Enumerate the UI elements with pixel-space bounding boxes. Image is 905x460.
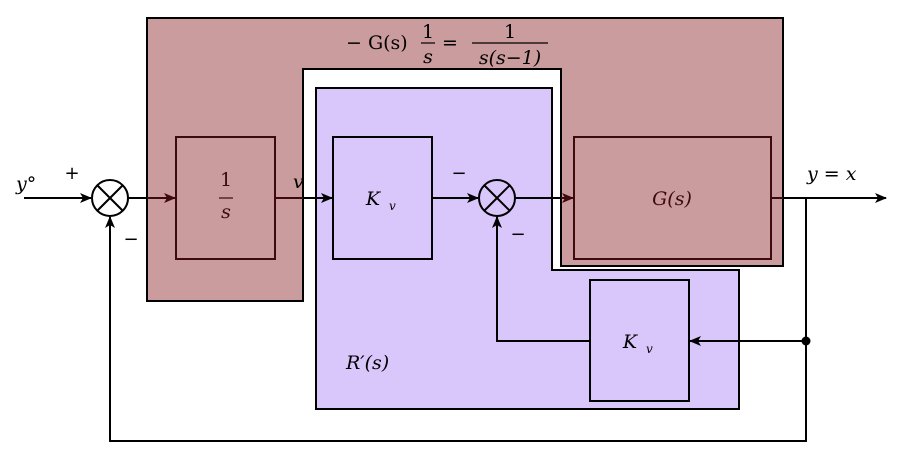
outer-feedback-path	[105, 198, 807, 442]
plant-region-label: − G(s) 1 s = 1 s(s−1)	[346, 21, 548, 69]
inner-feedback-return-path	[492, 216, 590, 342]
v-signal-label: v	[293, 171, 304, 193]
sum1-minus-sign: −	[123, 229, 138, 250]
integrator-num: 1	[220, 169, 232, 191]
plant-label-lhs-num: 1	[422, 21, 434, 43]
input-signal-label: y°	[15, 173, 36, 195]
plant-label-prefix: − G(s)	[346, 32, 408, 54]
controller-region	[315, 87, 740, 410]
plant-label-rhs-den: s(s−1)	[479, 47, 541, 69]
feedback-gain-subscript: v	[646, 342, 653, 356]
sum2-bottom-minus-sign: −	[510, 224, 525, 245]
output-signal-label: y = x	[806, 163, 857, 185]
plant-label-equals: =	[442, 32, 458, 54]
branch-point	[801, 336, 811, 346]
summing-junction-1[interactable]	[91, 179, 129, 217]
forward-gain-subscript: v	[389, 199, 396, 213]
forward-gain-label: K	[365, 188, 382, 210]
plant-region	[146, 17, 784, 302]
integrator-den: s	[221, 201, 231, 223]
plant-block-label: G(s)	[652, 188, 692, 210]
controller-region-label: R′(s)	[345, 352, 389, 374]
plant-label-lhs-den: s	[423, 46, 433, 68]
sum1-plus-sign: +	[64, 163, 79, 184]
plant-label-rhs-num: 1	[504, 21, 516, 43]
sum2-top-minus-sign: −	[451, 163, 466, 184]
feedback-gain-label: K	[622, 331, 639, 353]
